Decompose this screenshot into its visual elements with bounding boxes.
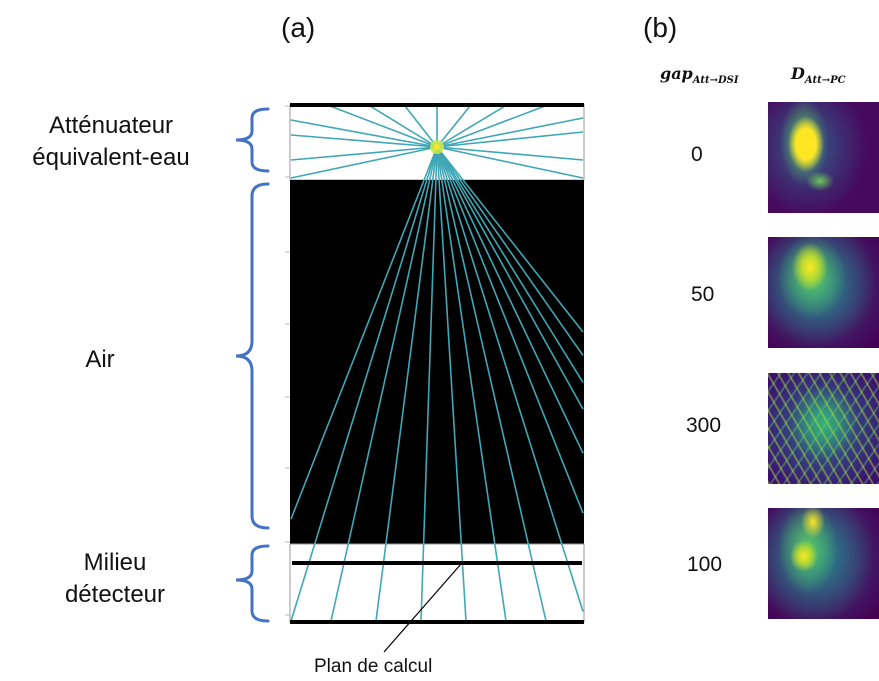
dose-column-header: DAtt→PC [791, 64, 846, 86]
air-label: Air [60, 344, 140, 376]
track-up-12 [436, 146, 584, 161]
track-down-0 [290, 146, 438, 520]
air-label-line1: Air [85, 346, 115, 373]
gap-header-main: gap [660, 64, 693, 83]
track-down-1 [290, 146, 438, 622]
attenuator-brace [235, 107, 270, 173]
air-brace [235, 182, 270, 530]
track-up-0 [290, 119, 438, 148]
track-up-5 [404, 105, 438, 148]
dose-map-row-4 [768, 508, 879, 619]
track-up-3 [329, 105, 438, 148]
track-down-7 [436, 146, 547, 622]
track-down-11 [436, 146, 584, 410]
track-up-2 [290, 146, 438, 161]
track-down-2 [330, 146, 438, 622]
gap-value-row-4: 100 [687, 553, 723, 576]
attenuator-label-line2: équivalent-eau [32, 144, 190, 171]
calc-plane-label: Plan de calcul [314, 656, 433, 677]
gap-value-row-2: 50 [691, 283, 715, 306]
air-region [290, 180, 584, 544]
dose-header-sub: Att→PC [804, 75, 846, 87]
track-down-10 [436, 146, 584, 454]
detector-label: Milieu détecteur [40, 547, 190, 611]
gap-header-sub: Att→DSI [692, 75, 739, 87]
gap-value-row-1: 0 [691, 143, 703, 166]
track-up-13 [290, 146, 438, 179]
track-down-6 [436, 146, 507, 622]
gap-column-header: gapAtt→DSI [660, 64, 739, 86]
dose-map-row-1 [768, 102, 879, 213]
track-down-8 [436, 146, 584, 612]
track-up-8 [436, 105, 506, 148]
track-down-14 [436, 146, 584, 333]
track-down-3 [375, 146, 438, 622]
track-up-11 [436, 131, 584, 148]
track-up-14 [436, 146, 584, 179]
dose-map-row-2 [768, 237, 879, 348]
detector-label-line2: détecteur [64, 581, 166, 608]
particle-tracks [290, 105, 584, 622]
track-up-1 [290, 134, 438, 148]
track-up-4 [369, 105, 438, 148]
calc-plane-pointer [383, 563, 462, 653]
track-down-9 [436, 146, 584, 514]
track-down-4 [420, 146, 438, 622]
attenuator-label-line1: Atténuateur [48, 112, 174, 139]
track-up-9 [436, 105, 546, 148]
detector-label-line1: Milieu [83, 549, 147, 576]
track-down-13 [436, 146, 584, 356]
panel-a-label: (a) [281, 12, 316, 43]
track-down-12 [436, 146, 584, 383]
track-down-5 [436, 146, 467, 622]
gap-value-row-3: 300 [686, 414, 722, 437]
dose-map-row-3 [768, 373, 879, 484]
attenuator-label: Atténuateur équivalent-eau [5, 110, 217, 174]
detector-brace [235, 544, 270, 623]
track-up-10 [436, 117, 584, 148]
dose-header-main: D [791, 64, 805, 83]
track-up-7 [436, 105, 471, 148]
panel-b-label: (b) [643, 12, 678, 43]
